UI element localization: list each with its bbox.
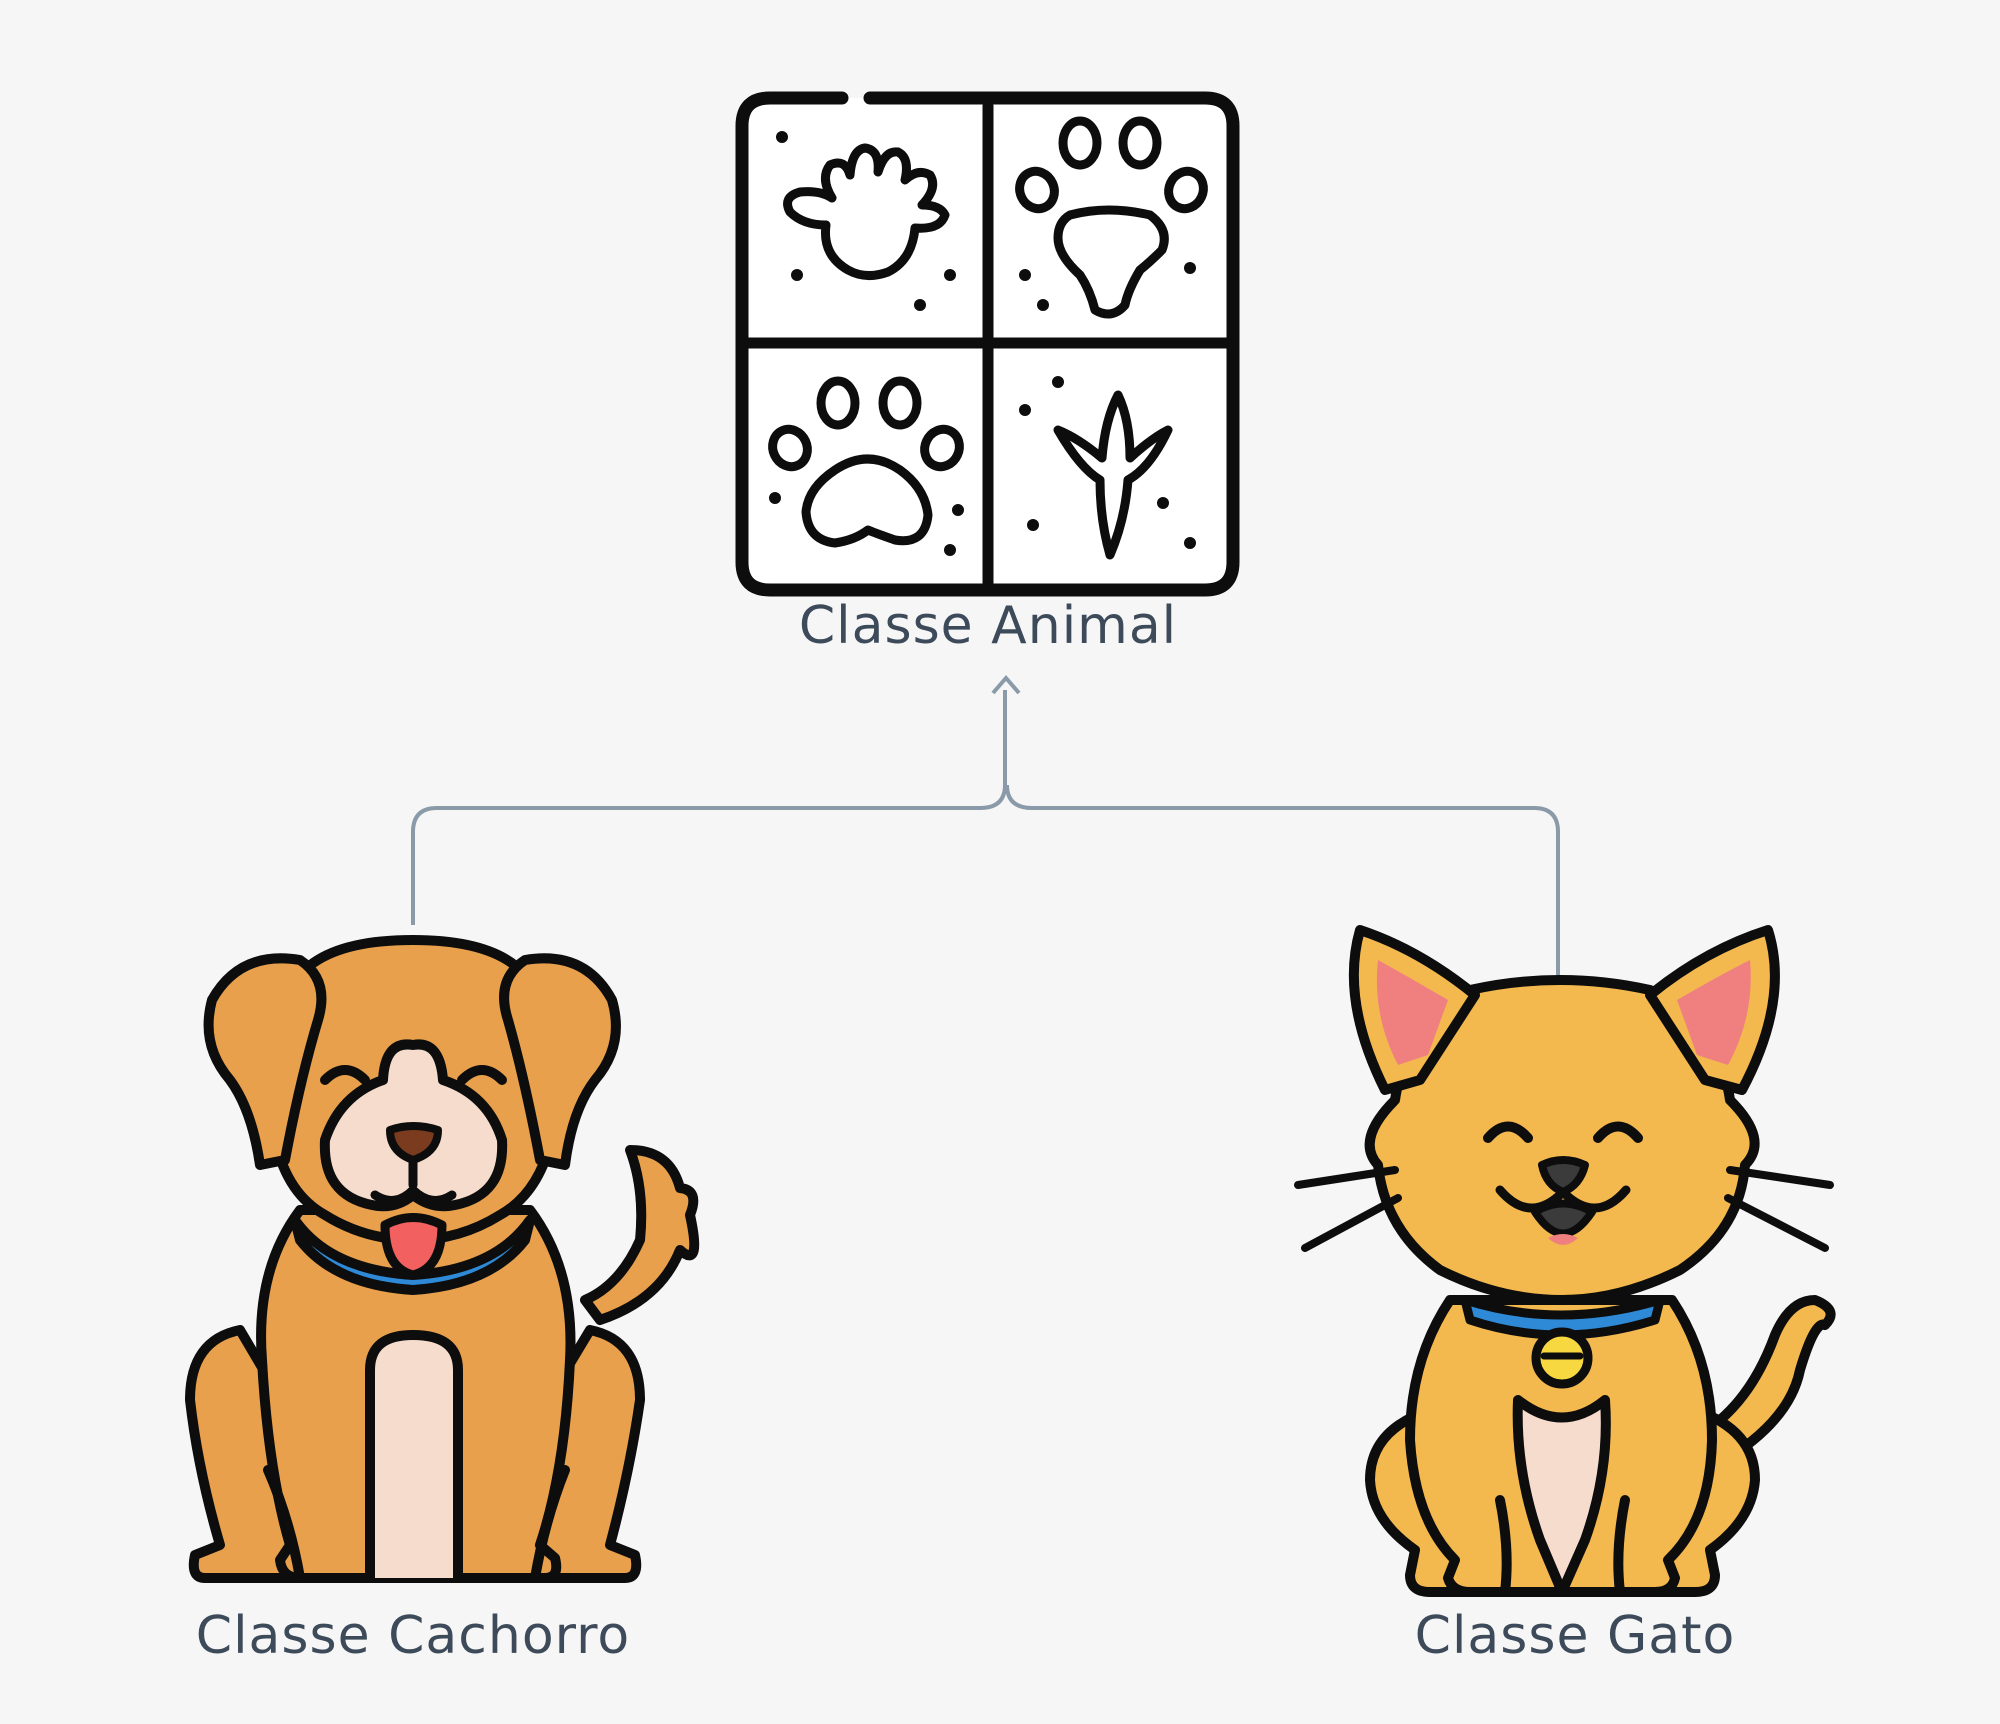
animal-class-label: Classe Animal [799, 596, 1177, 656]
paw-print-icon [1015, 116, 1208, 319]
hand-print-icon [783, 143, 950, 280]
connector-dog-to-animal [411, 690, 1007, 925]
inheritance-connector [411, 674, 1560, 978]
dog-icon [185, 935, 700, 1583]
bird-track-icon [1053, 390, 1173, 560]
cat-class-label: Classe Gato [1415, 1606, 1736, 1666]
paw-print-icon [768, 376, 964, 548]
connector-cat-to-animal [1005, 784, 1560, 978]
cat-icon [1294, 925, 1836, 1597]
inheritance-arrowhead [991, 674, 1021, 695]
animal-tracks-icon [735, 91, 1240, 597]
dog-class-label: Classe Cachorro [196, 1606, 630, 1666]
